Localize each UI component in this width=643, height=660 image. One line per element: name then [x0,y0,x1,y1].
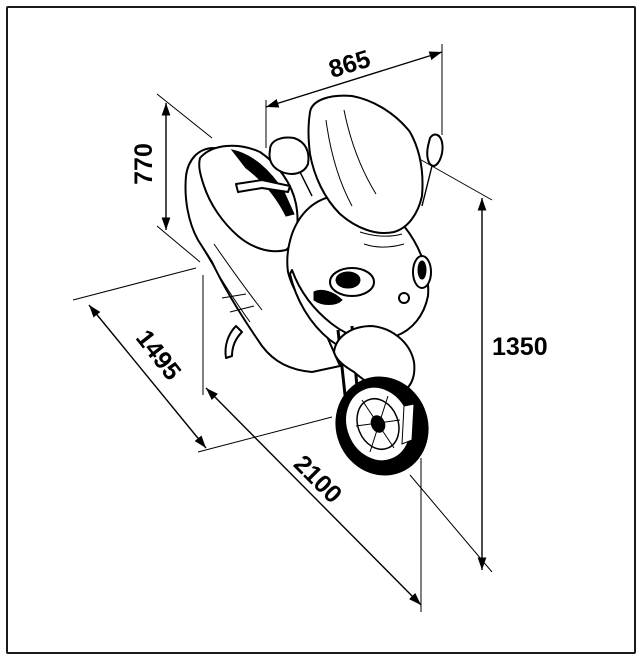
headlight-left-lens [335,271,361,289]
width-dimension-label: 865 [326,45,374,84]
mirror-left-stem [299,171,313,197]
seat-height-extension-bottom [156,225,201,263]
wheelbase-extension-top [72,267,197,301]
height-dimension-label: 1350 [492,333,548,361]
windshield [307,94,424,234]
length-dimension-line [205,387,422,606]
height-extension-bottom [409,474,493,573]
seat-height-dimension-label: 770 [130,143,158,185]
wheelbase-dimension-label: 1495 [130,325,186,386]
scooter-illustration [184,94,444,476]
wheelbase-dimension-line [88,304,207,449]
front-wheel [335,376,429,476]
mirror-right [426,133,444,167]
mirror-right-stem [421,165,433,207]
rear-panel-lines [203,243,263,323]
diagram-frame [6,6,636,654]
front-mudguard [333,325,416,395]
headlight-right-lens [417,260,427,280]
brand-badge [398,292,410,304]
windshield-reflection [325,109,377,207]
mirror-left [268,136,310,175]
rear-stand [224,325,243,359]
width-dimension-line [265,51,443,108]
nose-trim [359,231,405,248]
seat [198,144,299,253]
front-vent [313,289,343,305]
handlebar-grip [235,179,291,193]
seat-height-extension-top [156,93,213,139]
dimension-lines [72,44,493,612]
